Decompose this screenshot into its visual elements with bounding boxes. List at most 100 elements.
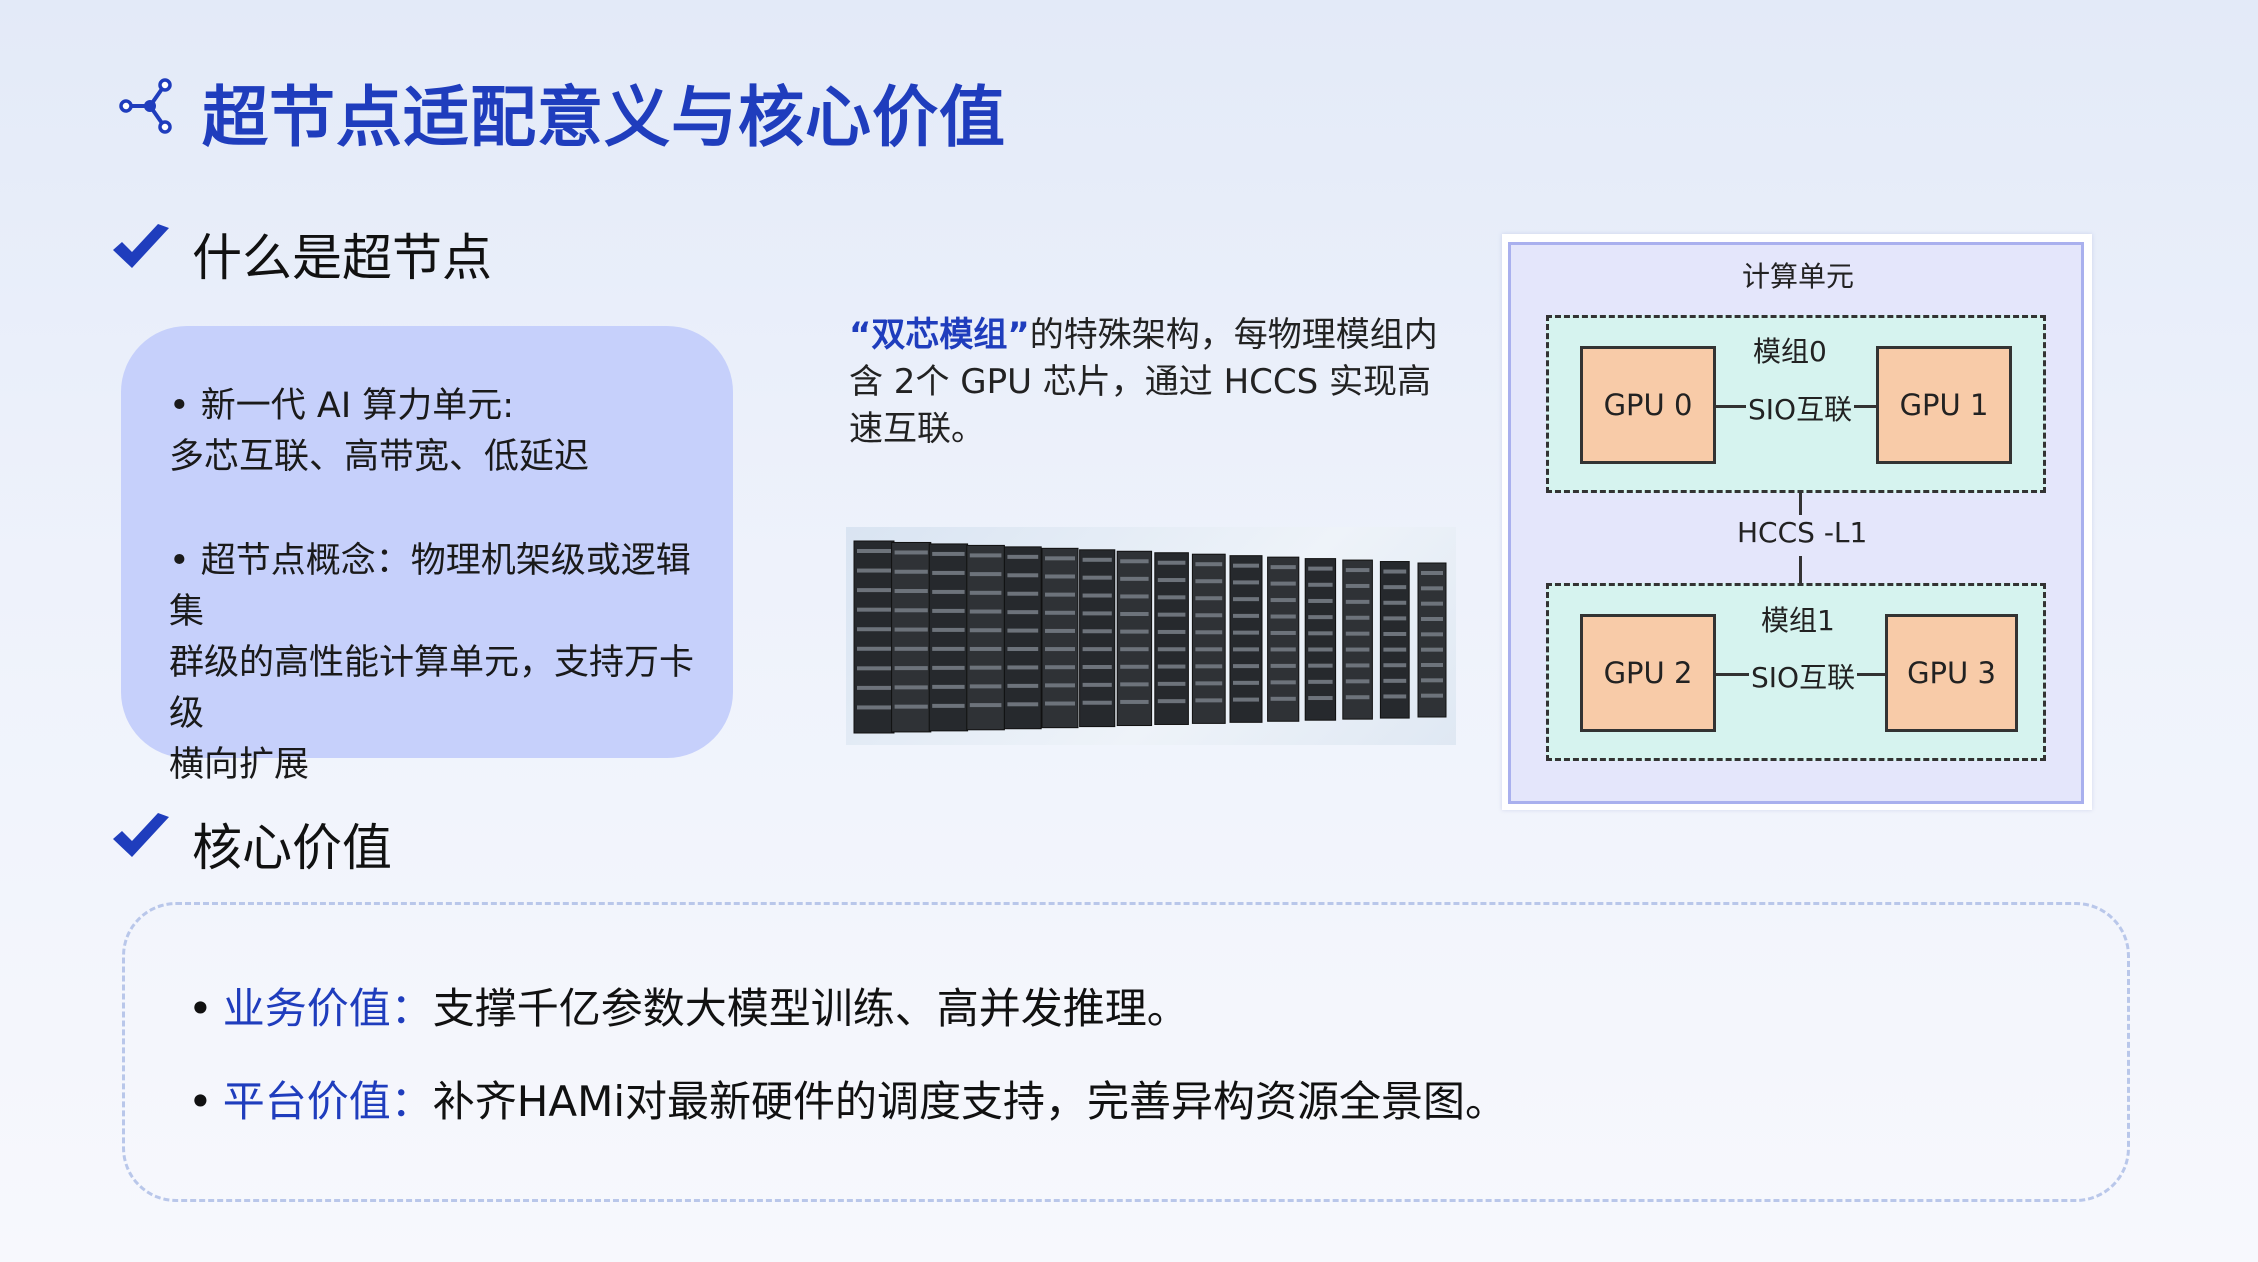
hccs-link-line-top — [1799, 493, 1802, 515]
server-rack-unit — [1195, 664, 1222, 668]
server-rack-unit — [970, 684, 1002, 688]
sio-link-label-0: SIO互联 — [1746, 388, 1854, 428]
server-rack-unit — [1158, 682, 1186, 686]
server-rack-unit — [1308, 696, 1332, 700]
server-rack-unit — [895, 608, 928, 612]
server-rack-unit — [1007, 629, 1038, 633]
card-item-2-line-1: • 超节点概念：物理机架级或逻辑集 — [169, 536, 709, 638]
card-item-1-line-1: • 新一代 AI 算力单元: — [169, 381, 709, 432]
value-text-platform: 补齐HAMi对最新硬件的调度支持，完善异构资源全景图。 — [433, 1077, 1507, 1126]
module-0-label: 模组0 — [1753, 330, 1827, 370]
server-rack-unit — [932, 628, 964, 632]
server-rack-unit — [1383, 648, 1406, 652]
server-rack-unit — [1421, 602, 1443, 606]
server-rack-unit — [1158, 613, 1186, 617]
server-rack-unit — [1045, 593, 1075, 597]
server-rack-unit — [1421, 694, 1443, 698]
server-rack-unit — [1158, 647, 1186, 651]
server-rack-unit — [1383, 632, 1406, 636]
server-rack-unit — [1195, 596, 1222, 600]
server-rack-unit — [1233, 580, 1259, 584]
value-row-business: •业务价值：支撑千亿参数大模型训练、高并发推理。 — [188, 975, 1189, 1036]
bullet: • — [188, 1077, 213, 1126]
server-rack-unit — [1271, 697, 1296, 701]
server-rack-unit — [1120, 630, 1148, 634]
server-rack-unit — [1271, 631, 1296, 635]
server-rack-unit — [1271, 680, 1296, 684]
server-rack-unit — [1045, 665, 1075, 669]
checkmark-icon — [110, 811, 172, 865]
gpu-2-box: GPU 2 — [1580, 614, 1716, 732]
server-rack-unit — [857, 549, 891, 553]
server-rack-unit — [1308, 664, 1332, 668]
server-rack-unit — [1045, 611, 1075, 615]
server-rack-unit — [1195, 562, 1222, 566]
server-rack-unit — [932, 590, 964, 594]
server-rack-unit — [1195, 698, 1222, 702]
server-rack-unit — [932, 666, 964, 670]
server-rack-unit — [1383, 679, 1406, 683]
server-rack-unit — [895, 685, 928, 689]
server-rack-unit — [1195, 630, 1222, 634]
card-item-2-line-3: 横向扩展 — [169, 740, 709, 791]
core-value-box — [122, 902, 2130, 1202]
server-rack-unit — [1383, 663, 1406, 667]
server-rack-unit — [1308, 680, 1332, 684]
server-rack-unit — [857, 608, 891, 612]
server-rack-unit — [1007, 592, 1038, 596]
server-rack-unit — [1120, 612, 1148, 616]
server-rack-unit — [895, 550, 928, 554]
server-rack-unit — [857, 666, 891, 670]
server-rack-unit — [1158, 665, 1186, 669]
server-rack-unit — [1007, 647, 1038, 651]
server-rack-unit — [1233, 597, 1259, 601]
server-rack-unit — [1195, 647, 1222, 651]
server-rack-unit — [1045, 683, 1075, 687]
server-rack-unit — [1158, 699, 1186, 703]
server-rack-unit — [1271, 615, 1296, 619]
server-rack-unit — [1045, 647, 1075, 651]
server-rack-unit — [1007, 665, 1038, 669]
server-rack-unit — [1421, 617, 1443, 621]
server-rack-unit — [1120, 682, 1148, 686]
server-rack-unit — [1195, 579, 1222, 583]
server-rack-unit — [1271, 647, 1296, 651]
server-rack-unit — [895, 570, 928, 574]
server-rack-unit — [895, 589, 928, 593]
server-rack-unit — [970, 610, 1002, 614]
server-rack-unit — [1195, 681, 1222, 685]
server-rack-unit — [1233, 647, 1259, 651]
server-rack-unit — [932, 704, 964, 708]
server-rack-unit — [857, 627, 891, 631]
info-card: • 新一代 AI 算力单元: 多芯互联、高带宽、低延迟 • 超节点概念：物理机架… — [121, 326, 733, 758]
server-rack-unit — [1421, 678, 1443, 682]
value-row-platform: •平台价值：补齐HAMi对最新硬件的调度支持，完善异构资源全景图。 — [188, 1068, 1507, 1129]
server-rack-unit — [1233, 614, 1259, 618]
server-rack-unit — [970, 553, 1002, 557]
server-rack-unit — [895, 647, 928, 651]
server-rack-unit — [1007, 610, 1038, 614]
server-rack-unit — [895, 628, 928, 632]
server-rack-unit — [1346, 584, 1370, 588]
architecture-description: “双芯模组”的特殊架构，每物理模组内含 2个 GPU 芯片，通过 HCCS 实现… — [849, 312, 1449, 453]
server-rack-unit — [895, 666, 928, 670]
server-rack-unit — [1083, 594, 1112, 598]
server-rack-unit — [1158, 630, 1186, 634]
server-rack-unit — [970, 591, 1002, 595]
value-text-business: 支撑千亿参数大模型训练、高并发推理。 — [433, 984, 1189, 1033]
server-rack-unit — [1271, 565, 1296, 569]
card-item-2-line-2: 群级的高性能计算单元，支持万卡级 — [169, 638, 709, 740]
server-rack-unit — [1158, 561, 1186, 565]
card-item-1-line-2: 多芯互联、高带宽、低延迟 — [169, 432, 709, 483]
server-rack-unit — [1120, 647, 1148, 651]
server-rack-unit — [1346, 568, 1370, 572]
server-rack-unit — [1346, 679, 1370, 683]
server-rack-unit — [857, 588, 891, 592]
server-rack-unit — [1308, 647, 1332, 651]
section-heading-what: 什么是超节点 — [192, 218, 492, 290]
server-rack-unit — [1083, 611, 1112, 615]
server-rack-unit — [1120, 577, 1148, 581]
server-rack-unit — [1083, 629, 1112, 633]
gpu-1-box: GPU 1 — [1876, 346, 2012, 464]
checkmark-icon — [110, 222, 172, 276]
